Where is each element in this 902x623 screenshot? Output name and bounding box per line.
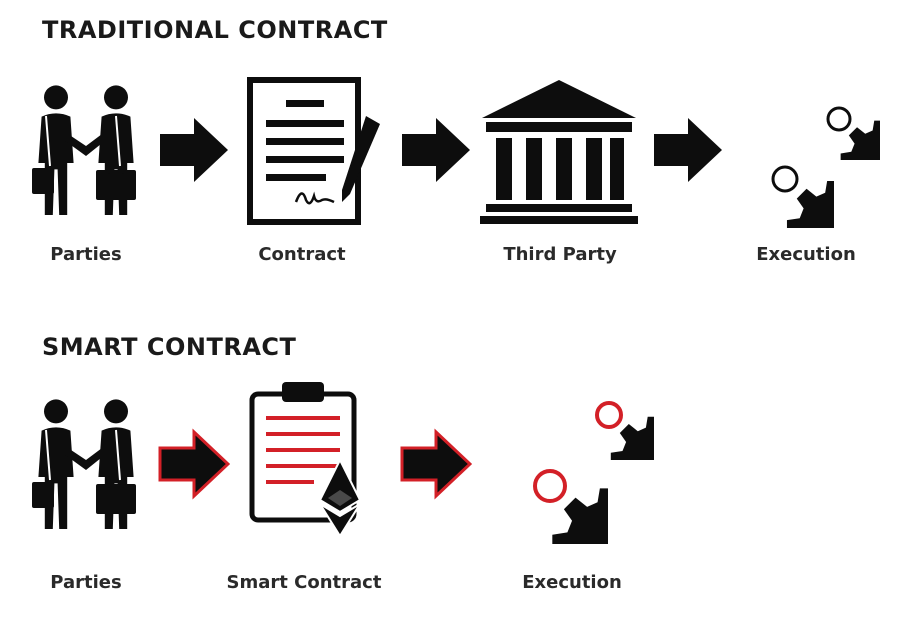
handshake-icon — [28, 76, 143, 228]
arrow-icon — [400, 114, 472, 186]
signed-document-icon — [246, 76, 392, 226]
step-label-execution: Execution — [522, 572, 622, 593]
step-label-parties: Parties — [50, 244, 122, 265]
step-label-parties: Parties — [50, 572, 122, 593]
clipboard-ethereum-icon — [246, 380, 376, 540]
step-label-contract: Contract — [258, 244, 346, 265]
arrow-icon — [158, 114, 230, 186]
step-label-execution: Execution — [756, 244, 856, 265]
step-label-third-party: Third Party — [503, 244, 617, 265]
gears-icon — [490, 368, 656, 546]
traditional-contract-title: TRADITIONAL CONTRACT — [42, 16, 388, 44]
arrow-icon — [158, 428, 230, 500]
handshake-icon — [28, 390, 143, 542]
arrow-icon — [400, 428, 472, 500]
step-label-smart-contract: Smart Contract — [226, 572, 382, 593]
smart-contract-title: SMART CONTRACT — [42, 333, 297, 361]
bank-building-icon — [480, 78, 638, 226]
arrow-icon — [652, 114, 724, 186]
gears-icon — [734, 76, 884, 228]
